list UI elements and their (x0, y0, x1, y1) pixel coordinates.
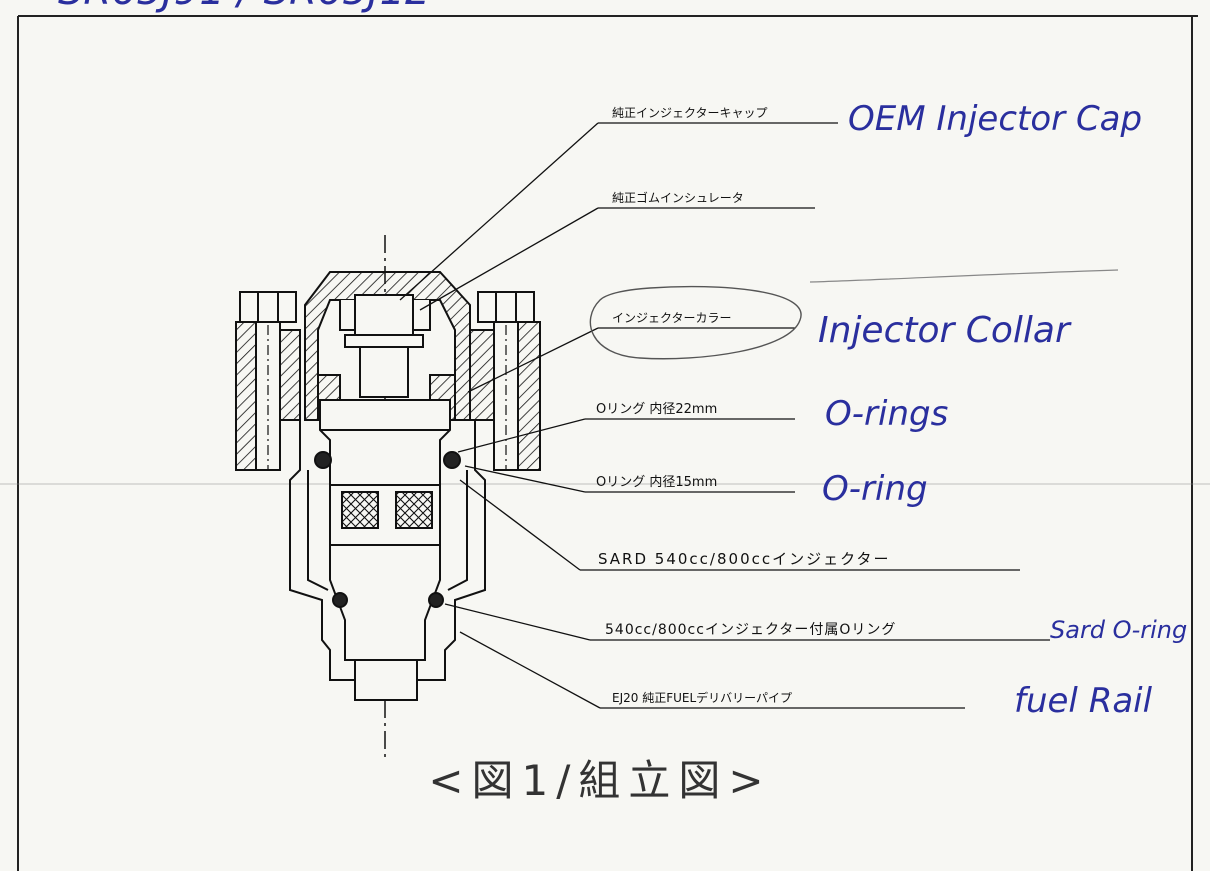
handwritten-circle (589, 285, 802, 360)
oring-22-right (443, 451, 461, 469)
label-collar-jp: インジェクターカラー (612, 311, 732, 325)
label-oring22-jp: Oリング 内径22mm (596, 401, 717, 417)
figure-caption: <図1/組立図> (428, 756, 771, 805)
injector-assembly-drawing (235, 235, 541, 760)
label-collar-en: Injector Collar (818, 310, 1072, 351)
left-bracket (235, 321, 257, 471)
injector-body (319, 399, 451, 661)
coil-right (395, 491, 433, 529)
oring-bottom-right (428, 592, 444, 608)
label-fuel-rail-jp: EJ20 純正FUELデリバリーパイプ (612, 690, 792, 705)
right-bracket (517, 321, 541, 471)
label-cap-en: OEM Injector Cap (848, 99, 1142, 139)
oring-bottom-left (332, 592, 348, 608)
label-oring15-jp: Oリング 内径15mm (596, 474, 717, 490)
document-frame (17, 15, 1198, 871)
leader-lines (399, 122, 1050, 709)
label-sard-oring-jp: 540cc/800ccインジェクター付属Oリング (605, 622, 896, 638)
label-injector-jp: SARD 540cc/800ccインジェクター (598, 550, 891, 568)
left-bolt (239, 291, 297, 471)
label-oring15-en: O-ring (822, 469, 928, 509)
label-fuel-rail-en: fuel Rail (1014, 681, 1153, 721)
coil-left (341, 491, 379, 529)
injector-nozzle (354, 659, 418, 701)
label-cap-jp: 純正インジェクターキャップ (612, 106, 768, 120)
header-handwriting: SR65J91 / SR65J12 (58, 0, 430, 14)
label-insulator-jp: 純正ゴムインシュレータ (612, 190, 744, 205)
oring-22-left (314, 451, 332, 469)
label-oring22-en: O-rings (825, 394, 948, 434)
label-sard-oring-en: Sard O-ring (1050, 616, 1187, 644)
